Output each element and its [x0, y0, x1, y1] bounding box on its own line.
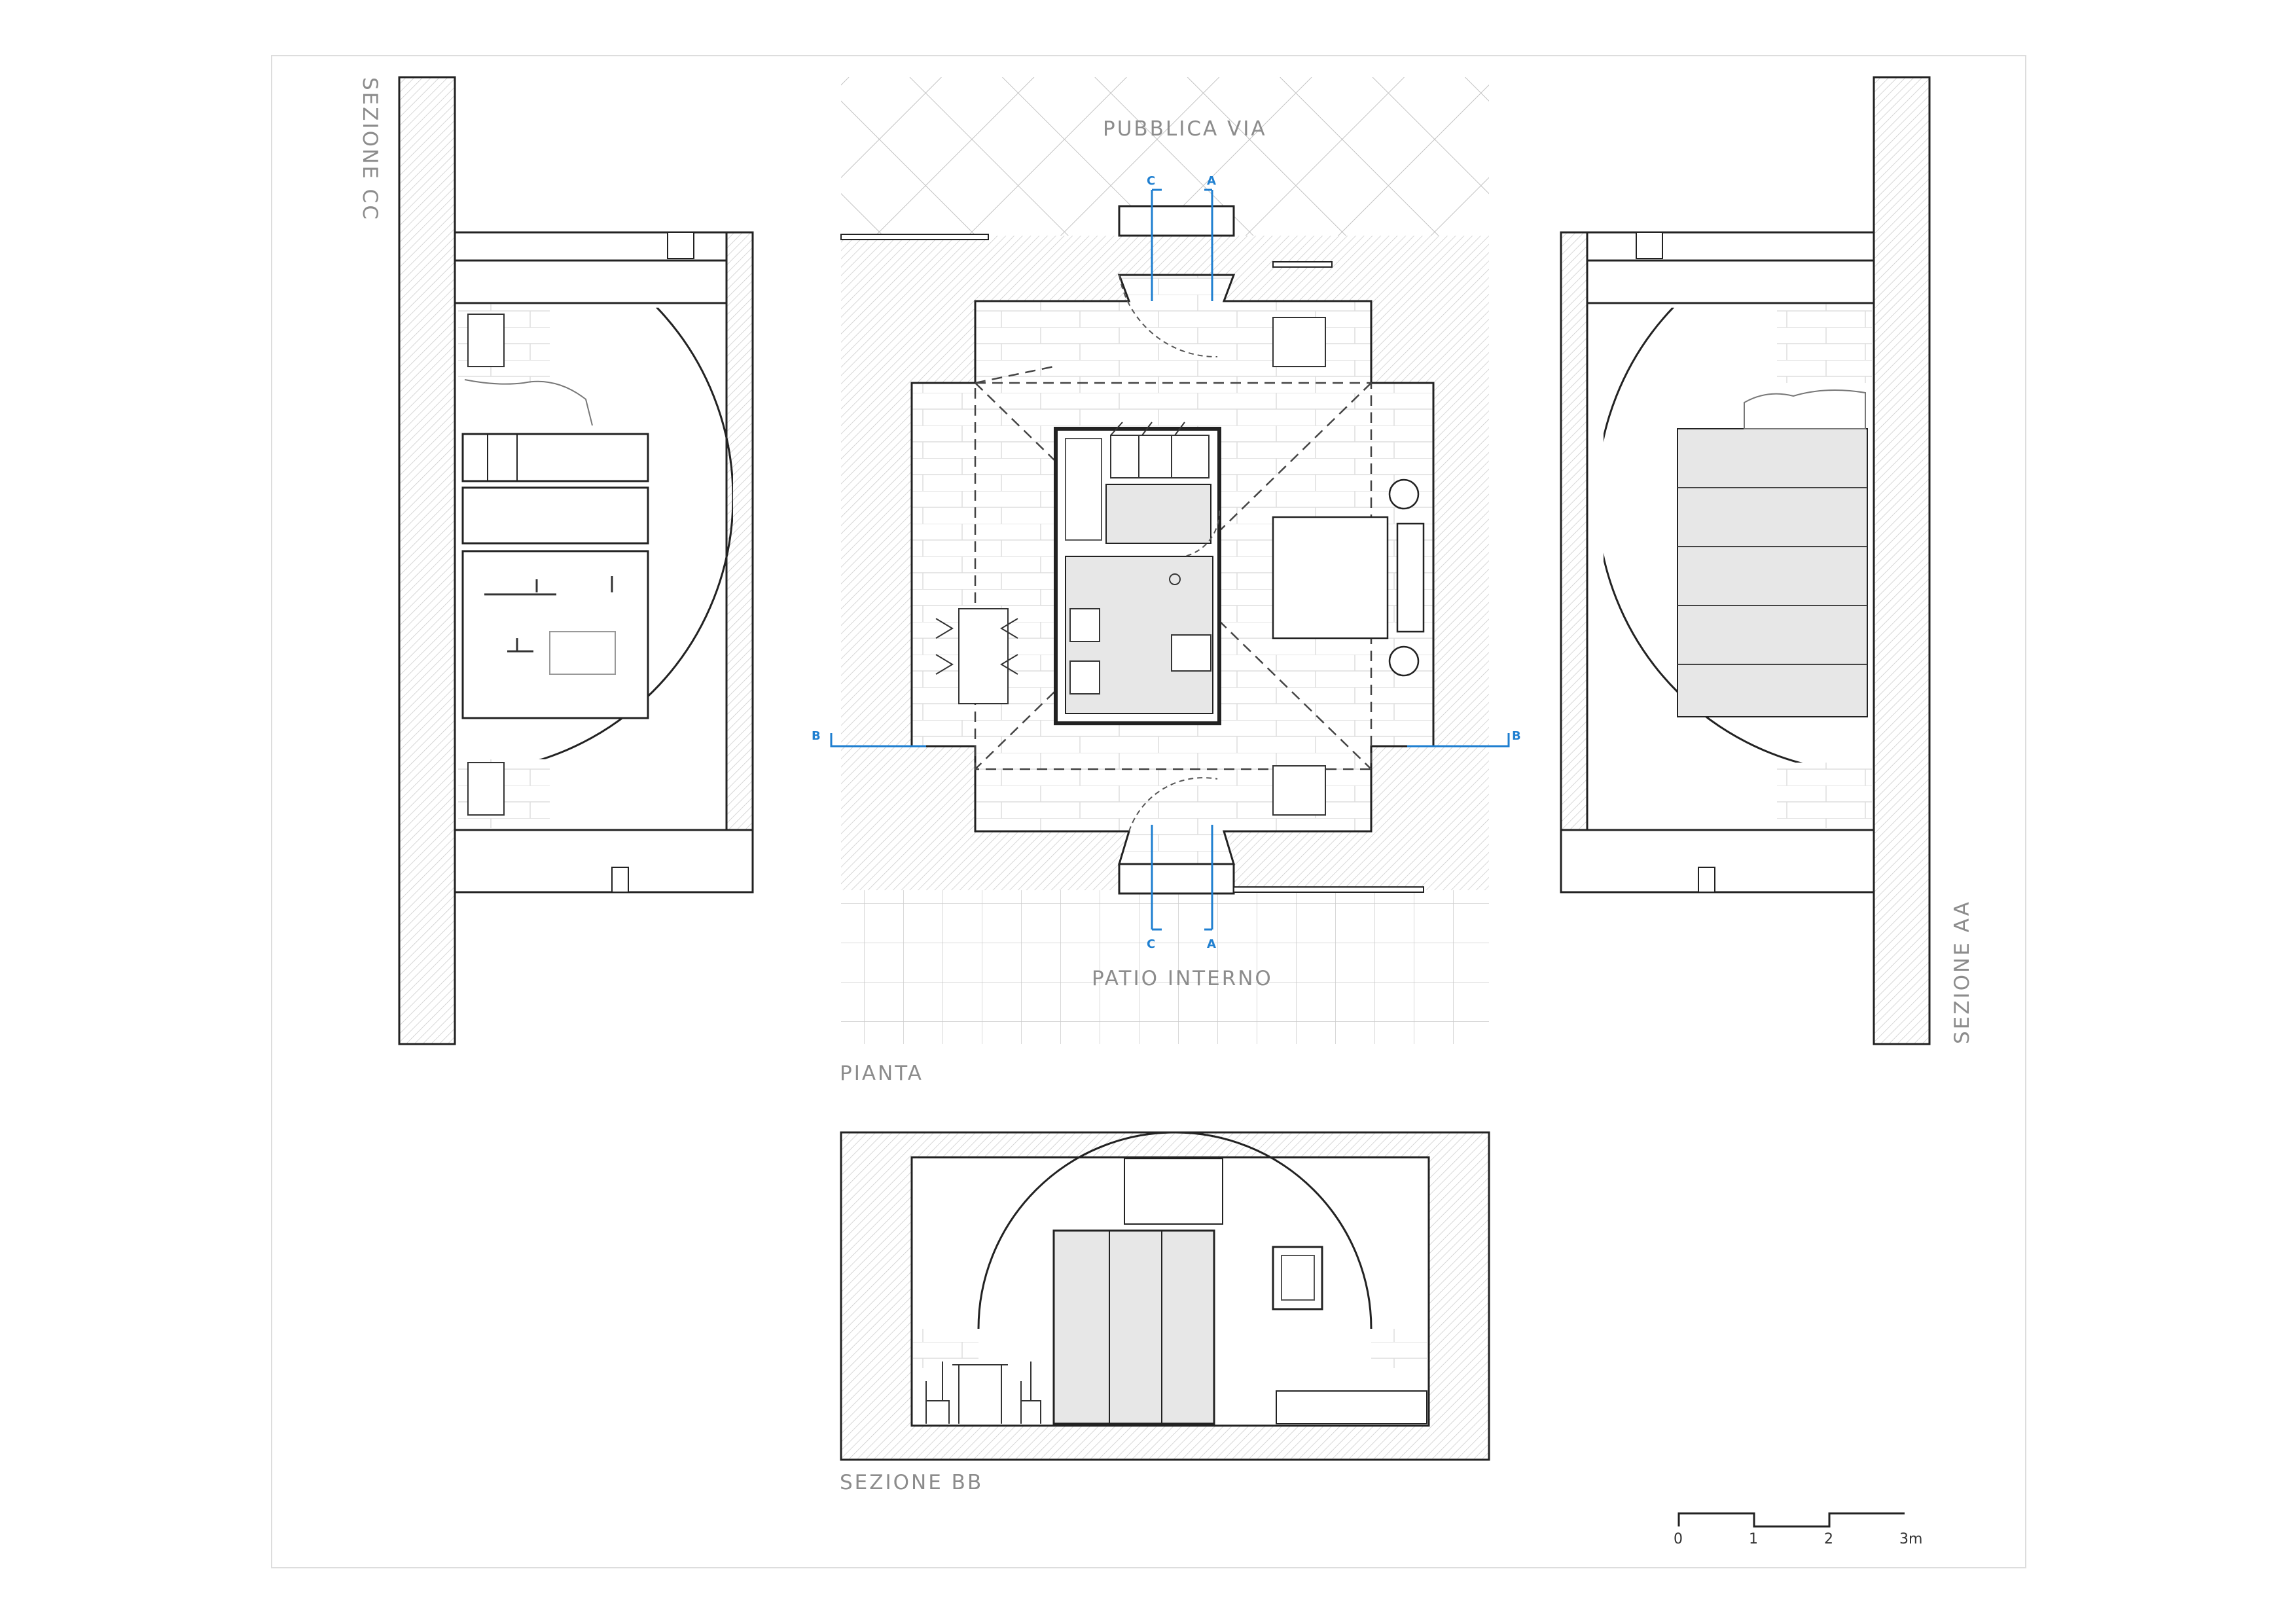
- bb-chairs: [925, 1362, 1041, 1424]
- plan-drawing: C A C A B B PUBBLICA VIA PATIO INTERNO P…: [812, 77, 1521, 1085]
- marker-a-top: A: [1207, 174, 1216, 188]
- wardrobe: [1110, 422, 1210, 478]
- bb-door-frame: [1124, 1158, 1223, 1225]
- plan-window-right: [1272, 261, 1333, 268]
- section-cc-drawing: SEZIONE CC: [358, 76, 754, 1045]
- scale-bar: 0 1 2 3m: [1674, 1512, 1922, 1547]
- section-bb-drawing: [840, 1131, 1490, 1461]
- plan-window-left: [840, 234, 989, 240]
- marker-b-right: B: [1512, 729, 1521, 743]
- scale-tick-3m: 3m: [1899, 1531, 1922, 1547]
- marker-c-bottom: C: [1147, 937, 1155, 951]
- scale-tick-2: 2: [1824, 1531, 1833, 1547]
- label-pianta: PIANTA: [840, 1062, 924, 1085]
- label-sezione-bb: SEZIONE BB: [840, 1471, 983, 1494]
- cc-right-wall-top: [454, 231, 754, 262]
- door-swings: [1119, 274, 1221, 832]
- section-lines: [830, 189, 1510, 931]
- aa-left-wall-bottom: [1560, 829, 1875, 893]
- bb-wardrobe: [1052, 1229, 1215, 1425]
- patio-paving: [841, 890, 1489, 1044]
- bb-vault-arc: [977, 1131, 1372, 1329]
- label-patio-interno: PATIO INTERNO: [1092, 967, 1273, 990]
- bb-bed: [1276, 1390, 1427, 1424]
- cc-shelf: [461, 486, 649, 545]
- aa-left-wall: [1560, 231, 1588, 893]
- aa-vault-arc: [1604, 308, 1873, 774]
- sheet-border: [271, 55, 2026, 1568]
- dining-table: [935, 608, 1018, 704]
- section-aa-drawing: SEZIONE AA: [1560, 76, 1974, 1045]
- aa-wardrobe-panel: [1677, 428, 1868, 717]
- aa-left-wall-top: [1560, 231, 1875, 262]
- scale-tick-1: 1: [1749, 1531, 1758, 1547]
- marker-c-top: C: [1147, 174, 1155, 188]
- cc-left-wall: [398, 76, 456, 1045]
- cc-right-wall: [725, 231, 754, 893]
- label-sezione-cc: SEZIONE CC: [358, 77, 382, 221]
- cc-cabinet: [461, 433, 649, 482]
- aa-right-wall: [1873, 76, 1931, 1045]
- cc-vault-arc: [458, 308, 733, 774]
- bathroom-core: [1054, 427, 1221, 725]
- armchairs: [1272, 317, 1326, 816]
- marker-b-left: B: [812, 729, 821, 743]
- label-pubblica-via: PUBBLICA VIA: [1103, 117, 1267, 141]
- marker-a-bottom: A: [1207, 937, 1216, 951]
- scale-tick-0: 0: [1674, 1531, 1683, 1547]
- label-sezione-aa: SEZIONE AA: [1950, 900, 1974, 1044]
- bed: [1272, 478, 1425, 677]
- cc-right-wall-bottom: [454, 829, 754, 893]
- plan-window-bottom: [1233, 886, 1424, 893]
